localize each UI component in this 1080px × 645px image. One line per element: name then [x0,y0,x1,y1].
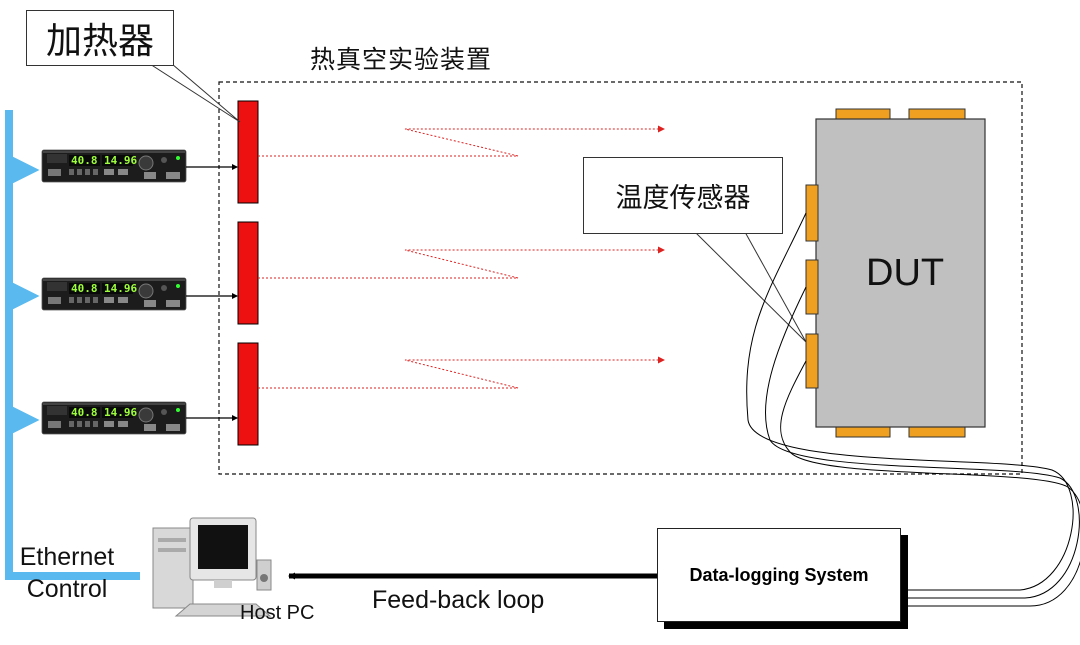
host-pc-label: Host PC [240,602,315,624]
heater-power-lines [186,164,238,421]
sensor-callout-pointer [694,231,807,343]
temperature-sensor-2 [805,259,819,315]
heater-3 [237,342,259,446]
vacuum-chamber-boundary [218,81,1023,475]
ethernet-control-label: Ethernet Control [8,541,126,605]
feedback-loop-label: Feed-back loop [372,586,545,614]
ethernet-label-line2: Control [26,575,108,603]
dut-tab [908,108,966,121]
psu-readout-left: 40.8 [71,154,98,167]
dut-tab [908,425,966,438]
dut-body [815,118,986,428]
ethernet-label-line1: Ethernet [19,543,115,571]
heater-2 [237,221,259,325]
psu-readout-right: 14.96 [104,154,137,167]
heater-callout: 加热器 [26,10,174,66]
psu-readout-right: 14.96 [104,406,137,419]
dut-assembly [805,108,986,438]
data-logging-label: Data-logging System [689,564,869,585]
data-logging-system-box: Data-logging System [657,528,901,622]
chamber-title: 热真空实验装置 [310,45,493,74]
heater-label-text: 加热器 [45,21,154,62]
psu-readout-right: 14.96 [104,282,137,295]
sensor-callout: 温度传感器 [583,157,783,234]
temperature-sensor-3 [805,333,819,389]
power-supply-2: 40.8 14.96 [41,277,187,311]
heat-radiation-arrows [258,125,665,389]
sensor-cables [746,212,1080,609]
power-supply-3: 40.8 14.96 [41,401,187,435]
ethernet-bus [5,110,140,580]
dut-tab [835,425,891,438]
temperature-sensor-1 [805,184,819,242]
dut-label: DUT [866,252,945,294]
dut-tab [835,108,891,121]
psu-readout-left: 40.8 [71,406,98,419]
sensor-label-text: 温度传感器 [615,183,751,214]
heater-callout-pointer [148,63,241,123]
heater-1 [237,100,259,204]
power-supply-1: 40.8 14.96 [41,149,187,183]
host-pc-icon [152,517,272,617]
psu-readout-left: 40.8 [71,282,98,295]
